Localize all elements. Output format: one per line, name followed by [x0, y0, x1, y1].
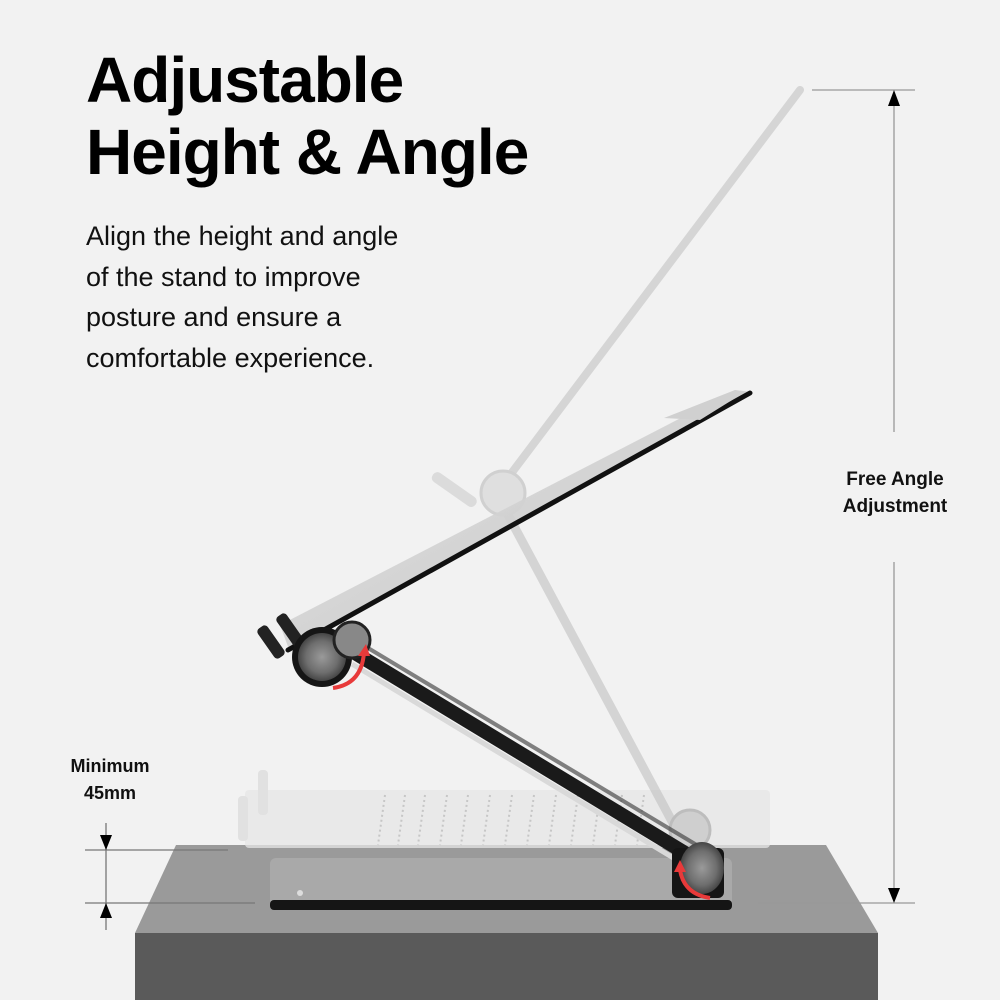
description-line: Align the height and angle [86, 221, 399, 251]
ghost-raised-stand [431, 86, 804, 858]
description-line: comfortable experience. [86, 342, 375, 373]
rotation-arrow-icon [332, 651, 366, 690]
arrow-down-icon [888, 888, 900, 903]
headline-line-1: Adjustable [86, 44, 404, 116]
description-line: of the stand to improve [86, 261, 361, 292]
rotation-arrow-head-icon [358, 644, 370, 656]
arrow-up-icon-min [100, 903, 112, 918]
rotation-arrow-icon-lower [678, 869, 711, 900]
arrow-up-icon [888, 90, 900, 106]
description: Align the height and angle of the stand … [86, 216, 506, 378]
description-line: posture and ensure a [86, 302, 342, 332]
minimum-height-label-line-2: 45mm [83, 783, 137, 803]
free-angle-label: Free Angle Adjustment [815, 466, 975, 520]
angle-dimension-line [758, 89, 915, 904]
headline-line-2: Height & Angle [86, 116, 529, 188]
pedestal-front [135, 933, 878, 1000]
headline: Adjustable Height & Angle [86, 44, 529, 188]
minimum-height-label: Minimum 45mm [50, 753, 170, 807]
stand-base [270, 858, 732, 910]
arrow-down-icon-min [100, 835, 112, 850]
minimum-height-label-line-1: Minimum [70, 756, 150, 776]
laptop-plate [257, 390, 753, 659]
free-angle-label-line-1: Free Angle [846, 469, 944, 490]
upper-hinge [292, 620, 372, 687]
free-angle-label-line-2: Adjustment [842, 496, 948, 517]
rotation-arrow-head-icon-lower [674, 860, 686, 872]
stand-arms [346, 640, 707, 871]
